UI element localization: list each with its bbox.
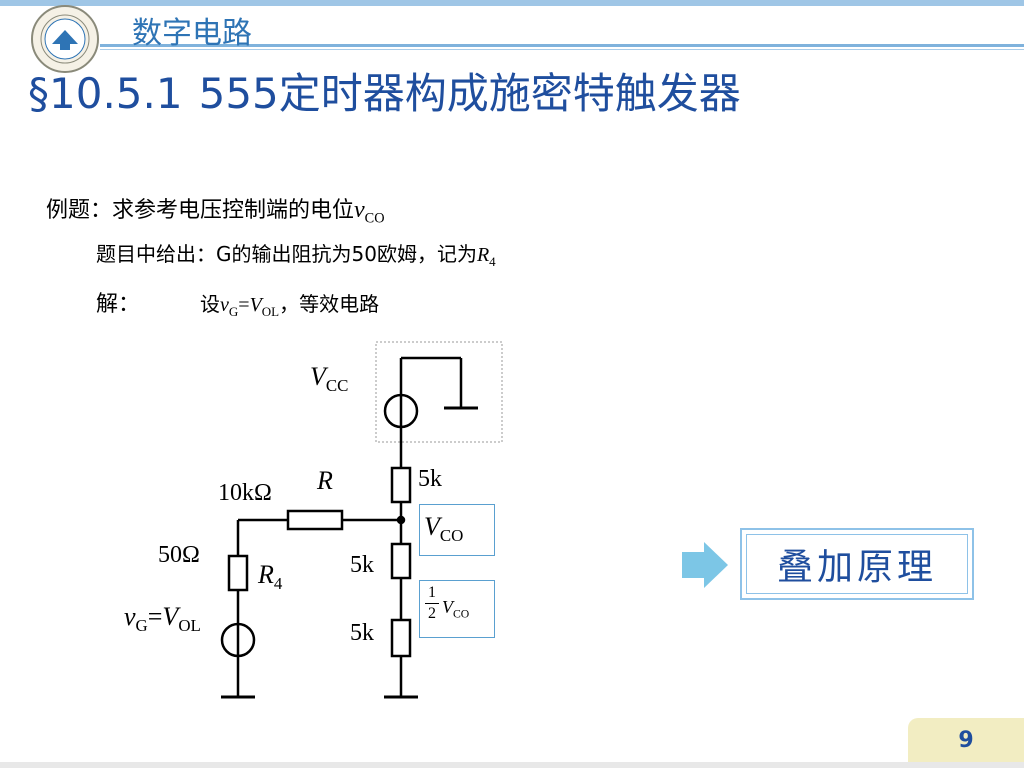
resistor-mid	[390, 542, 412, 580]
src-sub-g: G	[135, 616, 148, 636]
src-v: v	[124, 602, 136, 631]
example-text: 例题：求参考电压控制端的电位	[46, 198, 355, 223]
page-number-tab: 9	[908, 718, 1024, 762]
frac-den: 2	[425, 603, 439, 624]
half-V: V	[442, 597, 453, 617]
given-sub: 4	[489, 254, 496, 269]
half-sub: CO	[453, 607, 470, 621]
r4-sub: 4	[273, 574, 283, 594]
r4-R: R	[258, 560, 274, 589]
given-line: 题目中给出：G的输出阻抗为50欧姆，记为R4	[96, 238, 496, 270]
solution-sub-ol: OL	[261, 304, 280, 319]
r-label: R	[317, 466, 333, 495]
solution-prefix: 设	[200, 292, 220, 316]
vg-source-label: vG=VOL	[124, 602, 201, 636]
header-rule-thin	[100, 49, 1024, 50]
vcc-sub: CC	[325, 376, 349, 396]
half-vco-box	[419, 580, 495, 638]
course-title: 数字电路	[132, 16, 252, 51]
solution-line: 设vG=VOL，等效电路	[200, 288, 379, 320]
src-sub-ol: OL	[178, 616, 201, 636]
solution-v: v	[220, 294, 229, 316]
superposition-callout: 叠加原理	[740, 528, 974, 600]
solution-suffix: ，等效电路	[279, 292, 380, 316]
resistor-top	[390, 466, 412, 504]
given-var: R	[476, 244, 490, 266]
university-logo	[31, 5, 99, 73]
vco-V: V	[424, 512, 440, 541]
section-heading: 555定时器构成施密特触发器	[198, 69, 741, 118]
vcc-V: V	[310, 362, 326, 391]
superposition-label: 叠加原理	[776, 547, 937, 588]
resistor-bot	[390, 618, 412, 658]
r-top-value: 5k	[418, 466, 442, 492]
page-number: 9	[958, 727, 974, 753]
vco-label: VCO	[424, 512, 463, 546]
r-bot-value: 5k	[350, 620, 374, 646]
vcc-label: VCC	[310, 362, 348, 396]
r4-value: 50Ω	[158, 542, 200, 568]
solution-sub-g: G	[228, 304, 239, 319]
arrow-right-icon	[682, 542, 728, 588]
solution-eq: =	[238, 294, 250, 316]
bottom-bar	[0, 762, 1024, 768]
frac-num: 1	[428, 584, 436, 601]
src-eq: =	[147, 602, 163, 631]
src-V: V	[162, 602, 179, 631]
solution-V: V	[249, 294, 262, 316]
section-number: §10.5.1	[28, 69, 183, 118]
section-title: §10.5.1 555定时器构成施密特触发器	[28, 60, 741, 121]
top-accent-bar	[0, 0, 1024, 6]
vco-box	[419, 504, 495, 556]
header-rule	[100, 44, 1024, 47]
solution-label: 解：	[96, 292, 141, 317]
example-line: 例题：求参考电压控制端的电位vCO	[46, 192, 385, 227]
r4-label: R4	[258, 560, 282, 594]
example-sub: CO	[364, 210, 385, 227]
given-text: 题目中给出：G的输出阻抗为50欧姆，记为	[96, 242, 477, 266]
vcc-dotted-box	[375, 341, 503, 443]
r-mid-value: 5k	[350, 552, 374, 578]
resistor-R4	[227, 554, 249, 592]
r-value: 10kΩ	[218, 480, 272, 506]
half-vco-label: VCO	[442, 597, 469, 621]
example-var: v	[354, 197, 365, 223]
resistor-R	[286, 509, 344, 531]
vco-sub: CO	[439, 526, 464, 546]
